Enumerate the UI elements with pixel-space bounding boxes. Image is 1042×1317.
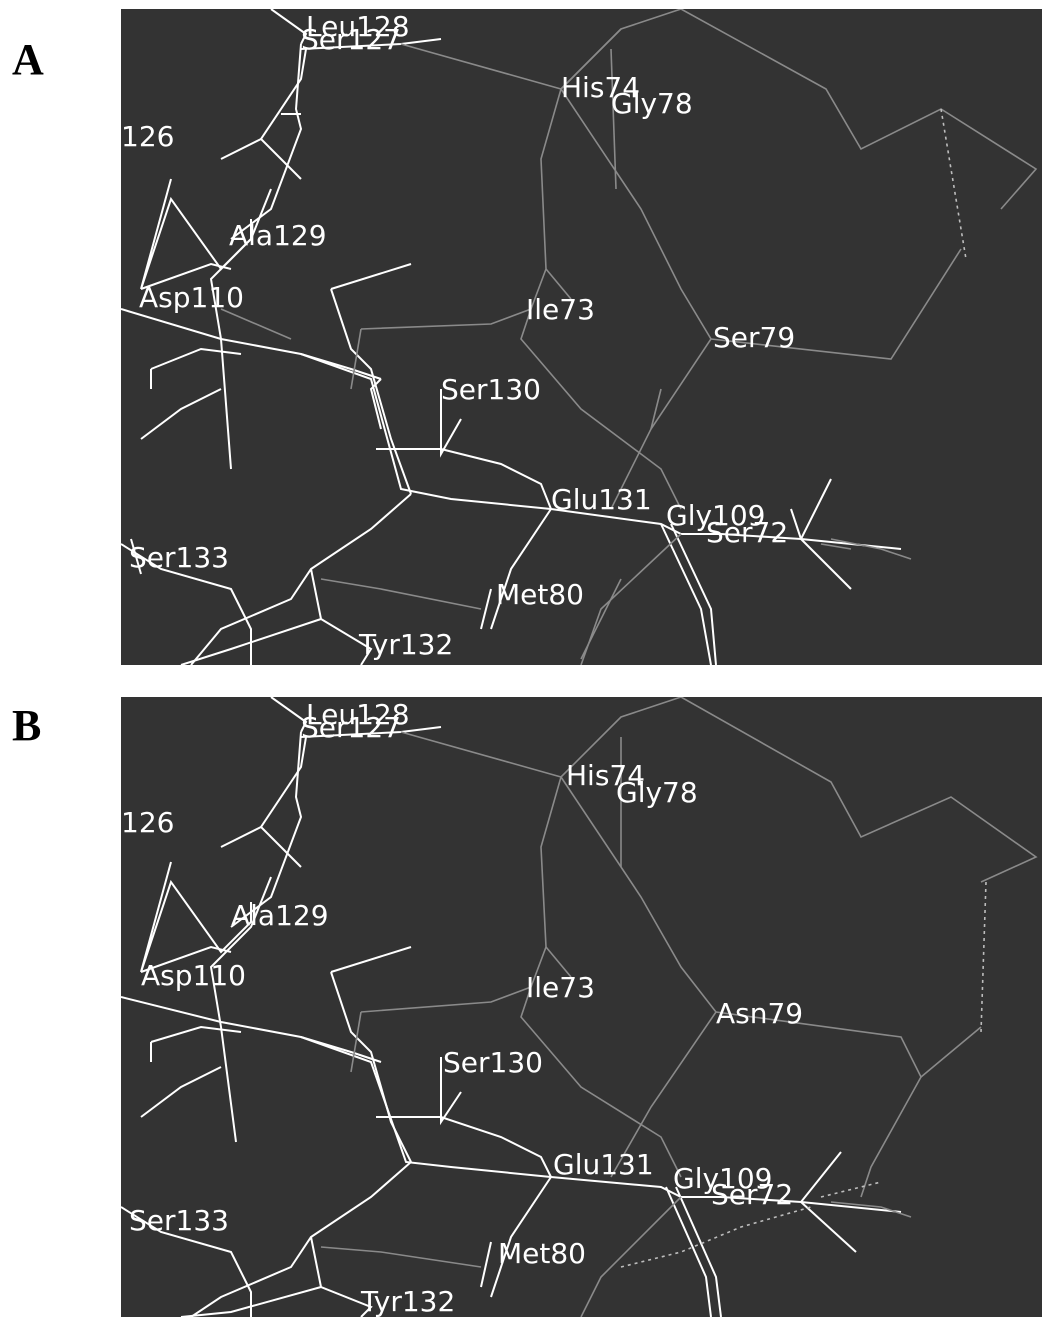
label-tyr132: Tyr132	[358, 628, 453, 661]
label-ser130: Ser130	[443, 1046, 543, 1079]
bonds-grey-a	[220, 9, 1038, 665]
label-gly78: Gly78	[616, 776, 698, 809]
label-asp110: Asp110	[141, 959, 246, 992]
panel-label-b: B	[12, 701, 42, 750]
label-met80: Met80	[498, 1237, 586, 1270]
residue-labels-a: Leu128 Ser127 His74 Gly78 126 Ala129 Asp…	[121, 10, 795, 661]
label-gly78: Gly78	[611, 87, 693, 120]
label-gly109: Gly109	[673, 1162, 773, 1195]
structure-panel-a: Leu128 Ser127 His74 Gly78 126 Ala129 Asp…	[121, 9, 1042, 665]
label-ser72: Ser72	[706, 516, 788, 549]
bonds-grey-b	[320, 697, 1038, 1317]
label-residue79: Ser79	[713, 321, 795, 354]
label-met80: Met80	[496, 578, 584, 611]
label-his74: His74	[566, 759, 645, 792]
label-ile73: Ile73	[526, 293, 595, 326]
label-glu131: Glu131	[551, 483, 652, 516]
hbonds-b	[620, 881, 987, 1268]
label-res126: 126	[121, 806, 174, 839]
label-ala129: Ala129	[231, 899, 329, 932]
bonds-white-b	[121, 697, 902, 1317]
label-residue79: Asn79	[716, 997, 803, 1030]
label-ser130: Ser130	[441, 373, 541, 406]
label-ser133: Ser133	[129, 1204, 229, 1237]
molecule-wireframe-a: Leu128 Ser127 His74 Gly78 126 Ala129 Asp…	[121, 9, 1038, 665]
hbonds-a	[940, 108, 967, 260]
molecule-wireframe-b: Leu128 Ser127 His74 Gly78 126 Ala129 Asp…	[121, 697, 1038, 1317]
label-ser133: Ser133	[129, 541, 229, 574]
label-his74: His74	[561, 71, 640, 104]
label-leu128: Leu128	[306, 698, 410, 731]
bonds-white-a	[121, 9, 902, 665]
label-leu128: Leu128	[306, 10, 410, 43]
label-ser72: Ser72	[711, 1178, 793, 1211]
label-tyr132: Tyr132	[360, 1285, 455, 1317]
structure-panel-b: Leu128 Ser127 His74 Gly78 126 Ala129 Asp…	[121, 697, 1042, 1317]
panel-label-a: A	[12, 35, 44, 84]
label-asp110: Asp110	[139, 281, 244, 314]
residue-labels-b: Leu128 Ser127 His74 Gly78 126 Ala129 Asp…	[121, 698, 803, 1317]
label-gly109: Gly109	[666, 499, 766, 532]
label-ile73: Ile73	[526, 971, 595, 1004]
label-ala129: Ala129	[229, 219, 327, 252]
label-glu131: Glu131	[553, 1148, 654, 1181]
label-ser127: Ser127	[301, 23, 401, 56]
label-ser127: Ser127	[301, 711, 401, 744]
label-res126: 126	[121, 120, 174, 153]
